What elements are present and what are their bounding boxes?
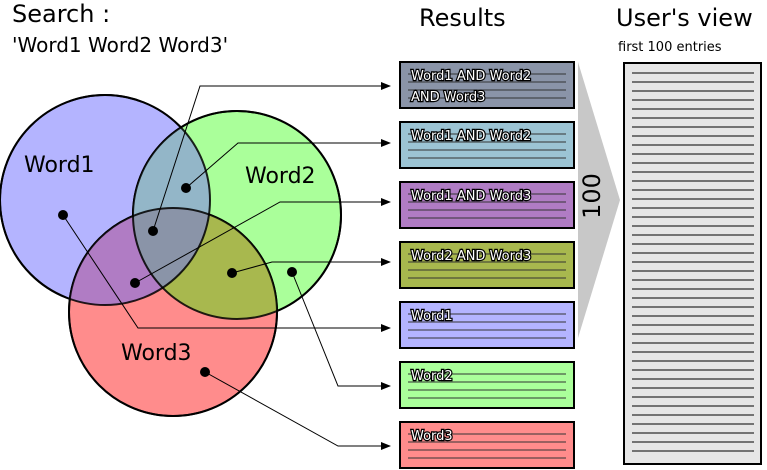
result-box-label: Word1 AND Word3	[411, 189, 531, 204]
result-box: Word3	[399, 421, 575, 469]
search-query: 'Word1 Word2 Word3'	[12, 33, 228, 57]
result-box: Word2 AND Word3	[399, 241, 575, 289]
users-view-subheading: first 100 entries	[618, 40, 722, 55]
result-box-frame	[399, 241, 575, 289]
result-box: Word1 AND Word3	[399, 181, 575, 229]
dot-word1	[58, 210, 68, 220]
result-box-frame	[399, 301, 575, 349]
users-view-panel	[623, 62, 762, 465]
result-box-frame	[399, 361, 575, 409]
venn-label-word3: Word3	[121, 341, 192, 366]
connector-word1-word3	[134, 198, 391, 284]
funnel-label: 100	[578, 173, 606, 219]
result-box-frame	[399, 181, 575, 229]
connector-all-three	[152, 82, 391, 232]
connector-word1-word2	[185, 139, 391, 189]
connector-word2	[291, 271, 391, 390]
venn-label-word2: Word2	[245, 164, 316, 189]
dot-word1-word3	[130, 278, 140, 288]
dot-word1-word2	[181, 183, 191, 193]
result-box-frame	[399, 61, 575, 109]
result-box: Word1 AND Word2	[399, 121, 575, 169]
result-box-frame	[399, 421, 575, 469]
search-heading: Search :	[12, 0, 110, 28]
result-box-frame	[399, 121, 575, 169]
result-box-label: Word1	[411, 309, 453, 324]
overlap-word1-word3	[69, 208, 210, 305]
dot-all-three	[148, 226, 158, 236]
result-box: Word1	[399, 301, 575, 349]
result-box-label: Word3	[411, 429, 453, 444]
venn-label-word1: Word1	[24, 153, 95, 178]
dot-word2-word3	[227, 268, 237, 278]
connector-word2-word3	[231, 258, 391, 274]
results-heading: Results	[419, 4, 506, 32]
funnel-arrow	[578, 62, 620, 338]
result-box: Word2	[399, 361, 575, 409]
result-box-label: Word1 AND Word2	[411, 129, 531, 144]
result-box-label: Word1 AND Word2	[411, 69, 531, 84]
result-box-label-line2: AND Word3	[411, 90, 485, 105]
users-view-heading: User's view	[616, 4, 753, 32]
dot-word3	[200, 367, 210, 377]
users-view-list	[623, 62, 762, 465]
dot-word2	[287, 267, 297, 277]
connector-word1	[62, 214, 391, 332]
result-box-label: Word2 AND Word3	[411, 249, 531, 264]
connector-word3	[204, 371, 391, 450]
result-box-label: Word2	[411, 369, 453, 384]
